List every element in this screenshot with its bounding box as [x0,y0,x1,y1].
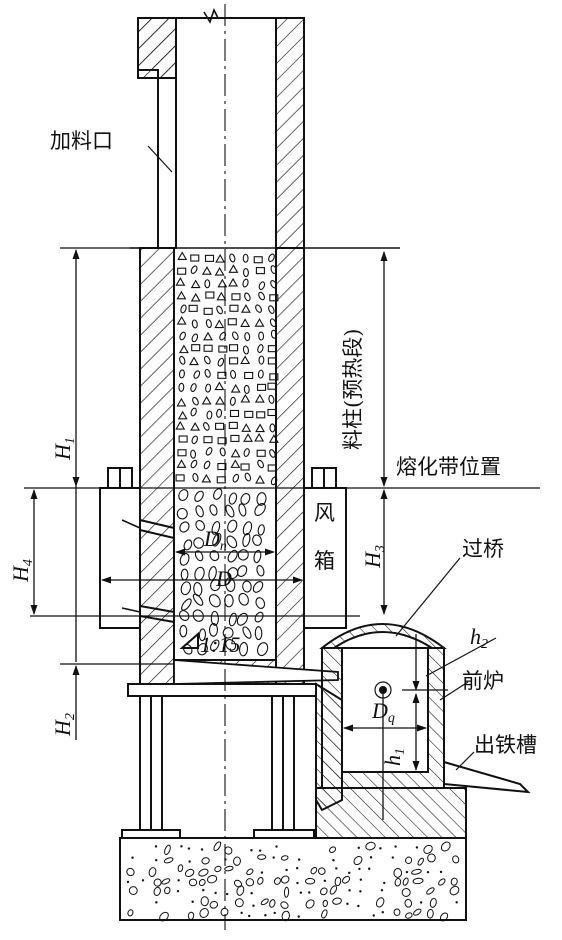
wind-box-left [99,467,175,629]
wind-box-label-1: 风 [314,501,335,525]
dim-Dn: Dn [203,526,227,554]
foundation [119,837,467,922]
dim-H2: H2 [50,713,78,737]
forehearth [315,623,531,839]
stack-top [137,7,305,249]
support-columns [121,683,317,839]
dim-H3: H3 [360,545,388,569]
shaft-walls [130,247,400,685]
dim-h2: h2 [470,624,488,652]
wind-box-label-2: 箱 [314,549,335,573]
bridge-label: 过桥 [462,537,504,561]
leader-lines [147,145,497,771]
forehearth-label: 前炉 [462,669,504,693]
wind-box-right [303,467,347,629]
dim-D: D [215,566,232,591]
svg-text:1:15: 1:15 [200,632,240,657]
slope-annotation: 1:15 [179,631,240,657]
dim-Dq: Dq [371,698,395,726]
burden-charge [175,251,279,486]
tap-trough-label: 出铁槽 [474,733,537,757]
dimension-lines [30,249,448,820]
reference-lines [24,247,540,665]
dim-H4: H4 [8,559,36,583]
melting-zone-label: 熔化带位置 [396,455,501,479]
burden-column-label: 料柱(预热段) [341,329,365,450]
dim-h1: h1 [380,748,408,766]
charging-port-label: 加料口 [50,129,113,153]
dim-H1: H1 [50,437,78,461]
